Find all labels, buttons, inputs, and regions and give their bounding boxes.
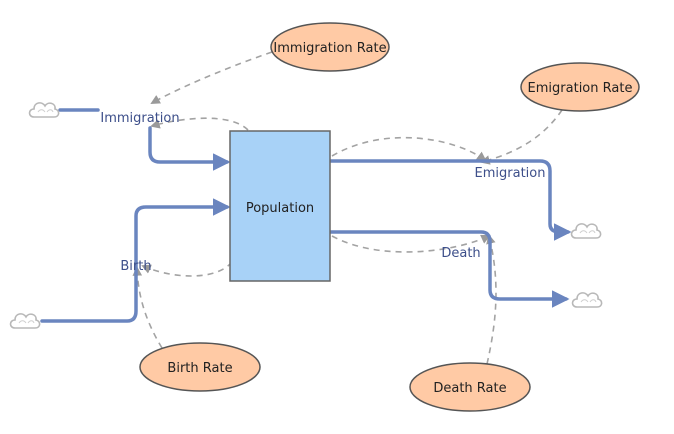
flow-label-death: Death [441, 246, 480, 261]
cloud-sink-emigration-icon [570, 223, 602, 239]
link-population-to-death[interactable] [331, 234, 491, 253]
converter-label: Emigration Rate [528, 81, 633, 96]
converter-death-rate[interactable]: Death Rate [409, 362, 531, 412]
flow-pipe-birth[interactable] [40, 198, 231, 323]
converter-ellipse[interactable] [520, 62, 640, 112]
converter-ellipse[interactable] [409, 362, 531, 412]
link-emigration-rate-to-emigration[interactable] [480, 109, 563, 165]
converter-label: Birth Rate [167, 361, 232, 376]
flow-label-birth: Birth [120, 259, 151, 274]
converter-ellipse[interactable] [270, 22, 390, 72]
stock-box[interactable] [229, 130, 331, 282]
cloud-sink-death-icon [571, 292, 603, 308]
information-links [132, 51, 563, 365]
cloud-source-immigration-icon [28, 102, 60, 118]
converter-immigration-rate[interactable]: Immigration Rate [270, 22, 390, 72]
cloud-source-birth-icon [9, 313, 41, 329]
flow-pipes [40, 108, 572, 323]
stock-population[interactable]: Population [229, 130, 331, 282]
converter-birth-rate[interactable]: Birth Rate [139, 342, 261, 392]
flow-pipe-death[interactable] [329, 230, 570, 308]
link-population-to-immigration[interactable] [150, 117, 249, 131]
link-population-to-birth[interactable] [141, 261, 233, 277]
flow-label-emigration: Emigration [475, 166, 546, 181]
stock-label: Population [246, 201, 314, 216]
converter-ellipse[interactable] [139, 342, 261, 392]
link-death-rate-to-death[interactable] [486, 234, 497, 365]
link-immigration-rate-to-immigration[interactable] [150, 51, 273, 104]
link-population-to-emigration[interactable] [331, 136, 487, 162]
converter-label: Immigration Rate [273, 41, 386, 56]
link-birth-rate-to-birth[interactable] [132, 266, 163, 349]
flow-label-immigration: Immigration [100, 111, 179, 126]
converter-emigration-rate[interactable]: Emigration Rate [520, 62, 640, 112]
flow-pipe-emigration[interactable] [329, 159, 572, 241]
converter-label: Death Rate [433, 381, 506, 396]
flow-pipe-immigration[interactable] [58, 108, 227, 162]
